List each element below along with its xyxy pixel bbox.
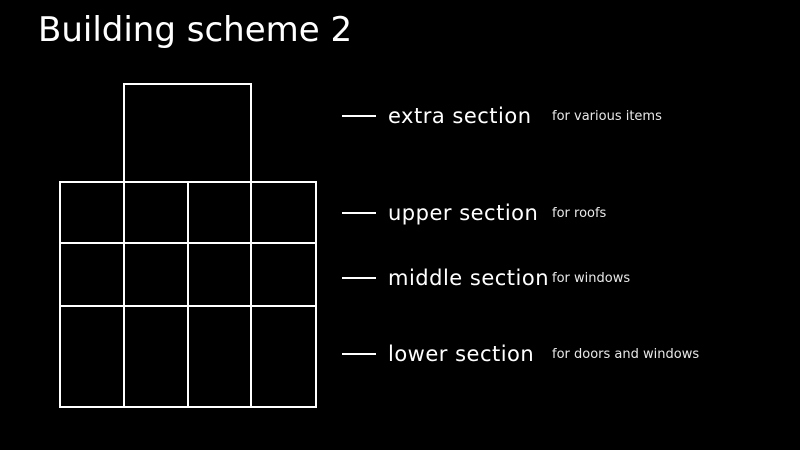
middle-cell-4 [250, 242, 317, 307]
section-name-upper: upper section [388, 201, 539, 225]
legend-dash [342, 277, 376, 279]
legend-row-upper: upper section for roofs [342, 198, 606, 228]
middle-cell-2 [123, 242, 189, 307]
upper-cell-3 [187, 181, 252, 244]
section-note-upper: for roofs [552, 205, 607, 221]
lower-cell-2 [123, 305, 189, 408]
middle-cell-3 [187, 242, 252, 307]
upper-cell-1 [59, 181, 125, 244]
section-note-middle: for windows [552, 270, 631, 286]
upper-cell-4 [250, 181, 317, 244]
section-note-lower: for doors and windows [552, 346, 700, 362]
section-name-lower: lower section [388, 342, 535, 366]
legend-row-extra: extra section for various items [342, 101, 662, 131]
legend-row-middle: middle section for windows [342, 263, 630, 293]
legend-dash [342, 212, 376, 214]
upper-cell-2 [123, 181, 189, 244]
legend-row-lower: lower section for doors and windows [342, 339, 699, 369]
section-name-extra: extra section [388, 104, 532, 128]
section-note-extra: for various items [552, 108, 662, 124]
section-name-middle: middle section [388, 266, 550, 290]
page-title: Building scheme 2 [38, 10, 353, 50]
legend-dash [342, 353, 376, 355]
middle-cell-1 [59, 242, 125, 307]
extra-section-block [123, 83, 252, 183]
lower-cell-4 [250, 305, 317, 408]
lower-cell-1 [59, 305, 125, 408]
legend-dash [342, 115, 376, 117]
lower-cell-3 [187, 305, 252, 408]
